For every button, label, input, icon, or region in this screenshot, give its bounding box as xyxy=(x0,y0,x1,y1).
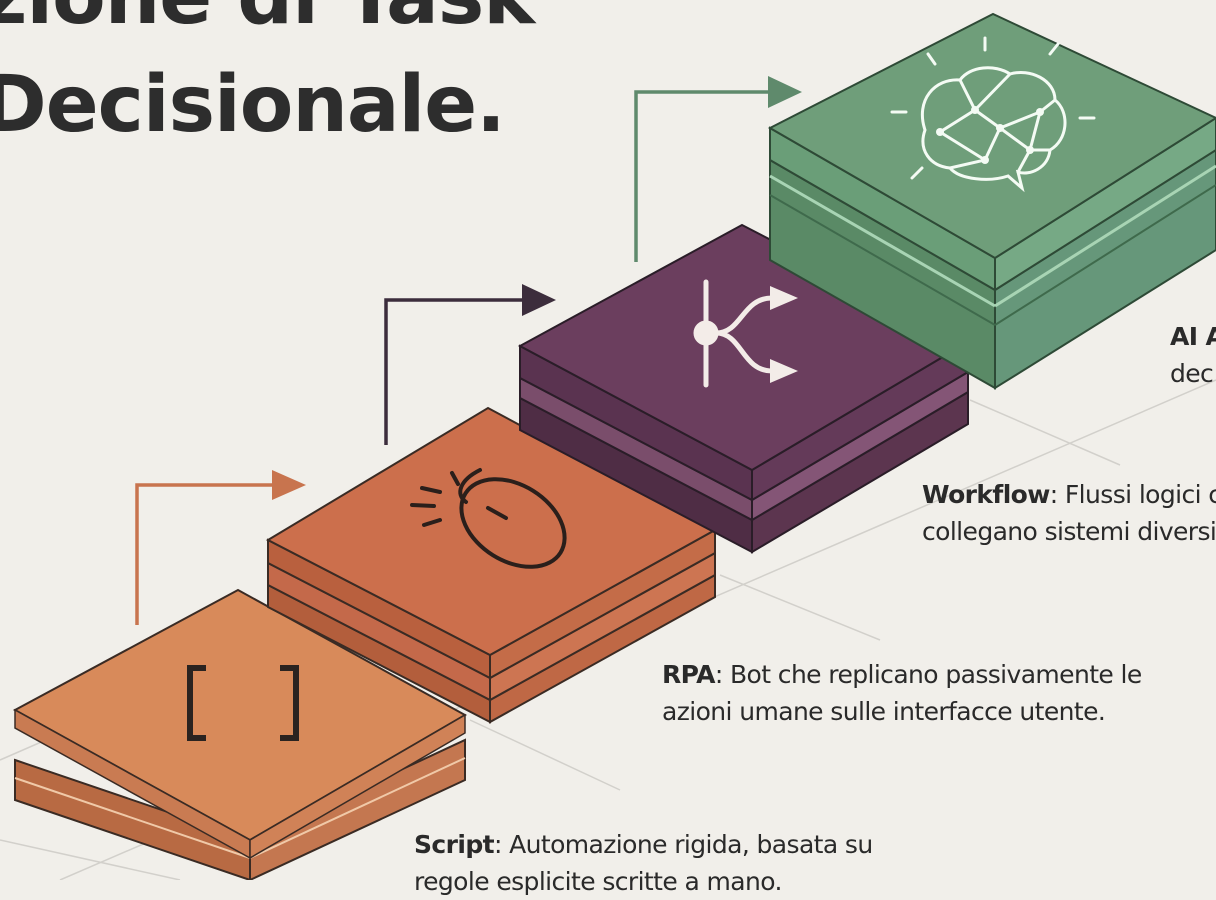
connector-arrow-workflow-to-ai xyxy=(634,76,802,262)
title-line-2: Decisionale. xyxy=(0,60,506,150)
label-ai-agent-line2: dec xyxy=(1170,359,1214,388)
label-rpa-term: RPA xyxy=(662,660,715,689)
step-block-ai-agent xyxy=(767,12,1216,390)
label-script-line2: regole esplicite scritte a mano. xyxy=(414,867,782,896)
step-block-script xyxy=(12,588,468,880)
connector-arrow-rpa-to-workflow xyxy=(384,284,556,445)
label-workflow: Workflow: Flussi logici che collegano sis… xyxy=(922,476,1216,550)
label-ai-agent-term: AI A xyxy=(1170,322,1216,351)
label-rpa-line1: : Bot che replicano passivamente le xyxy=(714,660,1142,689)
label-workflow-line1: : Flussi logici che xyxy=(1049,480,1216,509)
label-workflow-line2: collegano sistemi diversi. xyxy=(922,517,1216,546)
brackets-icon xyxy=(187,665,299,741)
brain-network-icon xyxy=(890,36,1096,193)
label-script-term: Script xyxy=(414,830,495,859)
automation-staircase-diagram xyxy=(0,12,1216,880)
connector-arrow-script-to-rpa xyxy=(135,470,306,625)
mouse-click-icon xyxy=(410,468,567,569)
label-script: Script: Automazione rigida, basata su reg… xyxy=(414,826,873,900)
label-ai-agent: AI A dec xyxy=(1170,318,1216,392)
title-line-1: zione di Task xyxy=(0,0,535,36)
label-rpa-line2: azioni umane sulle interfacce utente. xyxy=(662,697,1106,726)
label-rpa: RPA: Bot che replicano passivamente le az… xyxy=(662,656,1142,730)
branch-icon xyxy=(693,279,798,388)
label-workflow-term: Workflow xyxy=(922,480,1050,509)
label-script-line1: : Automazione rigida, basata su xyxy=(493,830,873,859)
